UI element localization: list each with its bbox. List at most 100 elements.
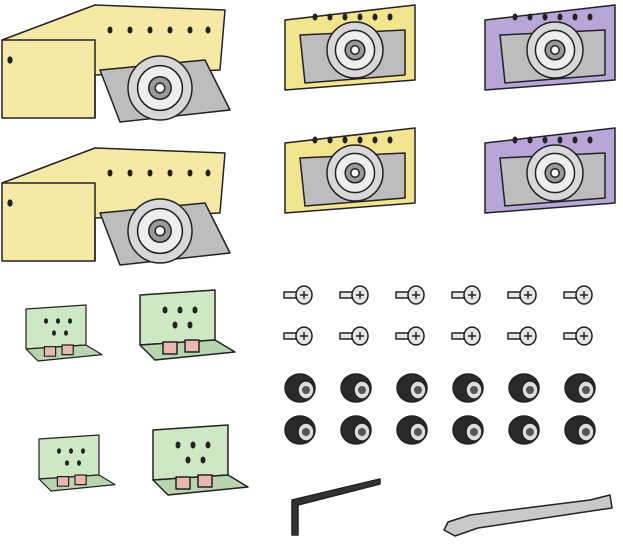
bracket-face — [152, 424, 229, 481]
nut-hole — [302, 428, 310, 436]
hole — [557, 13, 563, 21]
nut-hole — [582, 386, 590, 394]
phillips-slot — [300, 291, 308, 299]
hole — [147, 169, 153, 177]
hole — [342, 13, 348, 21]
hole — [587, 13, 593, 21]
hole — [187, 26, 193, 34]
hole — [81, 448, 85, 454]
nut-hole — [414, 428, 422, 436]
hole — [187, 169, 193, 177]
large-bracket — [1, 4, 231, 123]
nut-hole — [414, 386, 422, 394]
hole — [175, 441, 181, 449]
wheel-axle — [154, 82, 166, 94]
hole — [587, 136, 593, 144]
phillips-slot — [468, 291, 476, 299]
wheel-axle — [350, 45, 360, 55]
nut — [508, 373, 540, 403]
bracket-face — [25, 304, 87, 350]
hole — [342, 136, 348, 144]
yellow-plate — [284, 4, 416, 91]
hole — [387, 13, 393, 21]
stud — [43, 346, 57, 357]
nut — [508, 415, 540, 445]
stud — [175, 476, 191, 490]
hole — [192, 306, 198, 314]
screw — [451, 285, 481, 305]
large-bracket — [1, 147, 231, 266]
nut — [396, 373, 428, 403]
stud — [197, 474, 213, 488]
wheel-axle — [550, 168, 560, 178]
hole — [107, 26, 113, 34]
stud — [56, 476, 70, 487]
hole — [69, 448, 73, 454]
hole — [542, 136, 548, 144]
hole — [557, 136, 563, 144]
hole — [200, 456, 206, 464]
hole — [7, 199, 13, 207]
nut-hole — [582, 428, 590, 436]
hole — [357, 13, 363, 21]
hole — [572, 136, 578, 144]
hole — [172, 321, 178, 329]
wheel-axle — [154, 225, 166, 237]
hole — [65, 460, 69, 466]
hole — [77, 460, 81, 466]
stud — [162, 341, 178, 355]
nut — [284, 415, 316, 445]
hole — [512, 136, 518, 144]
nut — [452, 415, 484, 445]
screw — [339, 326, 369, 346]
hole — [205, 441, 211, 449]
phillips-slot — [468, 332, 476, 340]
hole — [327, 136, 333, 144]
nut-hole — [302, 386, 310, 394]
nut — [340, 415, 372, 445]
nut — [452, 373, 484, 403]
hole — [57, 448, 61, 454]
nut — [396, 415, 428, 445]
hole — [357, 136, 363, 144]
hole — [190, 441, 196, 449]
hole — [527, 136, 533, 144]
stud — [61, 344, 74, 356]
hole — [167, 26, 173, 34]
hole — [177, 306, 183, 314]
hole — [527, 13, 533, 21]
hole — [127, 26, 133, 34]
hole — [68, 318, 72, 324]
phillips-slot — [524, 291, 532, 299]
hole — [312, 13, 318, 21]
phillips-slot — [580, 291, 588, 299]
hole — [147, 26, 153, 34]
hole — [205, 169, 211, 177]
nut-hole — [358, 386, 366, 394]
hole — [64, 330, 68, 336]
phillips-slot — [412, 291, 420, 299]
hole — [372, 136, 378, 144]
stud — [74, 474, 87, 486]
green-bracket — [25, 304, 103, 362]
hole — [127, 169, 133, 177]
phillips-slot — [524, 332, 532, 340]
nut-hole — [526, 428, 534, 436]
hole — [44, 318, 48, 324]
hole — [185, 456, 191, 464]
nut-hole — [526, 386, 534, 394]
yellow-plate — [284, 127, 416, 214]
purple-plate — [484, 4, 616, 91]
hole — [107, 169, 113, 177]
screw — [283, 285, 313, 305]
nut — [340, 373, 372, 403]
nut — [564, 373, 596, 403]
hole — [167, 169, 173, 177]
hole — [312, 136, 318, 144]
hole — [52, 330, 56, 336]
nut-hole — [470, 386, 478, 394]
bracket-fold — [2, 39, 96, 118]
nut-hole — [470, 428, 478, 436]
hole — [56, 318, 60, 324]
